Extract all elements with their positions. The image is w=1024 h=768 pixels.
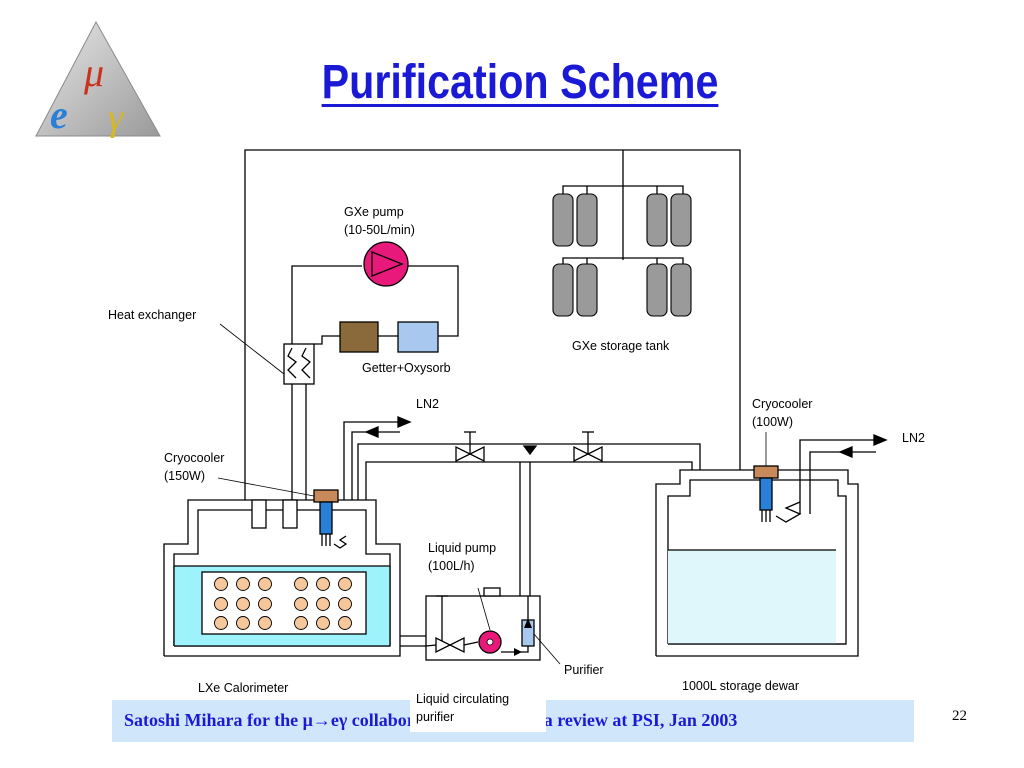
getter-label: Getter+Oxysorb — [362, 361, 451, 375]
heat-exchanger-label: Heat exchanger — [108, 308, 197, 322]
pmt — [294, 616, 308, 630]
pmt-array — [214, 577, 352, 630]
purifier-label: Purifier — [564, 663, 604, 677]
cryocooler-left-label: Cryocooler — [164, 451, 225, 465]
gas-cylinder — [576, 263, 598, 317]
pmt — [316, 577, 330, 591]
valve — [468, 445, 485, 463]
gas-cylinder — [552, 263, 574, 317]
gxe-pump-flow-label: (10-50L/min) — [344, 223, 415, 237]
logo-triangle — [35, 20, 161, 137]
gas-return-line — [244, 149, 741, 528]
cryocooler-left — [217, 477, 348, 549]
ln2-left-label: LN2 — [416, 397, 439, 411]
gxe-storage-tank-label: GXe storage tank — [572, 339, 670, 353]
liquid-transfer-line — [357, 431, 701, 596]
valve — [586, 445, 603, 463]
storage-dewar-label: 1000L storage dewar — [682, 679, 799, 693]
liquid-circulating-label: Liquid circulating — [416, 692, 510, 706]
logo-gamma: γ — [108, 97, 124, 139]
pmt — [316, 616, 330, 630]
pmt — [236, 597, 250, 611]
liquid-pump-flow-label: (100L/h) — [428, 559, 475, 573]
storage-dewar — [655, 469, 859, 657]
gas-cylinder — [576, 193, 598, 247]
gas-cylinder — [552, 193, 574, 247]
pmt — [236, 616, 250, 630]
liquid-circulating-purifier — [400, 587, 561, 665]
pmt — [236, 577, 250, 591]
pmt — [316, 597, 330, 611]
pmt — [338, 597, 352, 611]
gas-cylinder — [646, 193, 668, 247]
ln2-right-label: LN2 — [902, 431, 925, 445]
pmt — [258, 616, 272, 630]
valve — [455, 445, 472, 463]
pmt — [338, 577, 352, 591]
page-title: Purification Scheme — [321, 56, 719, 109]
pmt — [258, 597, 272, 611]
cryocooler-right-power: (100W) — [752, 415, 793, 429]
pmt — [294, 597, 308, 611]
liquid-pump-label: Liquid pump — [428, 541, 497, 555]
pmt — [338, 616, 352, 630]
page-number: 22 — [952, 708, 967, 724]
cryocooler-right-label: Cryocooler — [752, 397, 813, 411]
gas-cylinder — [670, 193, 692, 247]
lxe-calorimeter — [163, 499, 401, 657]
lxe-calorimeter-label: LXe Calorimeter — [198, 681, 289, 695]
oxysorb-box — [397, 321, 439, 353]
gxe-pump-loop — [291, 241, 459, 353]
pmt — [214, 616, 228, 630]
cryocooler-left-power: (150W) — [164, 469, 205, 483]
ln2-line-right — [799, 434, 888, 514]
gxe-storage-tank — [552, 185, 692, 317]
getter-box — [339, 321, 379, 353]
logo-e: e — [50, 92, 68, 137]
cryocooler-right — [753, 432, 802, 523]
pmt — [214, 577, 228, 591]
liquid-circulating-label-2: purifier — [416, 710, 455, 724]
pmt — [214, 597, 228, 611]
logo-mu: μ — [83, 50, 104, 95]
pmt — [258, 577, 272, 591]
pmt — [294, 577, 308, 591]
valve — [573, 445, 590, 463]
liquid-circulating-label-box — [410, 692, 546, 732]
gxe-pump-label: GXe pump — [344, 205, 404, 219]
gas-cylinder — [646, 263, 668, 317]
gxe-pump-arrow — [371, 251, 404, 277]
gas-cylinder — [670, 263, 692, 317]
